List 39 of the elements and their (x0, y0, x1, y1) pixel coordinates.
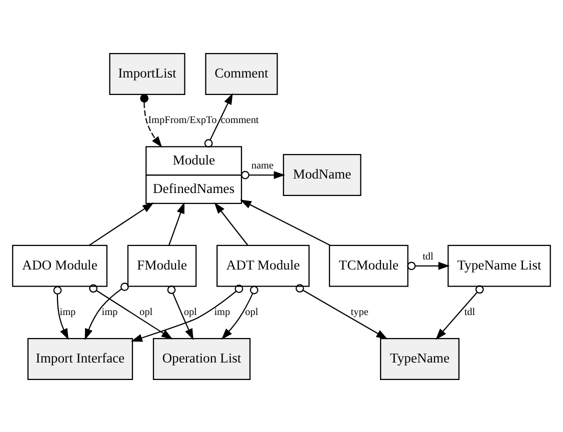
arrow (53, 286, 69, 340)
edge-label: opl (184, 306, 197, 318)
node-box: Comment (205, 52, 278, 94)
arrow (240, 199, 331, 246)
edge-label: opl (140, 306, 153, 318)
edge-label: tdl (464, 306, 476, 318)
arrow (436, 284, 484, 340)
edge-label: type (350, 306, 368, 318)
node-box: TypeName (380, 338, 460, 380)
edge-label: imp (60, 306, 76, 318)
edge-label: tdl (422, 250, 434, 262)
node-box: TCModule (328, 244, 408, 286)
node-box: ADT Module (216, 244, 310, 286)
arrow (241, 170, 286, 179)
arrow (296, 284, 388, 339)
edge-label: comment (220, 114, 259, 126)
edge-label: imp (102, 306, 118, 318)
arrow (167, 285, 194, 340)
node-box: FModule (127, 244, 197, 286)
arrow (214, 202, 248, 245)
node-box: Operation List (152, 338, 251, 380)
arrow (168, 202, 184, 245)
node-box: ModName (282, 154, 362, 196)
node-box: Import Interface (27, 338, 134, 380)
arrow (140, 94, 162, 148)
arrow (130, 284, 244, 342)
node-box: TypeName List (448, 244, 551, 286)
node-box: ADO Module (12, 244, 108, 286)
arrow (89, 284, 173, 339)
arrow (88, 202, 154, 246)
edge-label: ImpFrom/ExpTo (148, 114, 217, 126)
arrow (84, 282, 129, 340)
arrow (221, 285, 258, 340)
edge-label: opl (245, 306, 258, 318)
arrow (204, 92, 233, 148)
node-box: ImportList (109, 52, 186, 94)
edge-label: imp (214, 306, 230, 318)
edge-label: name (251, 160, 274, 171)
arrow (407, 261, 450, 270)
